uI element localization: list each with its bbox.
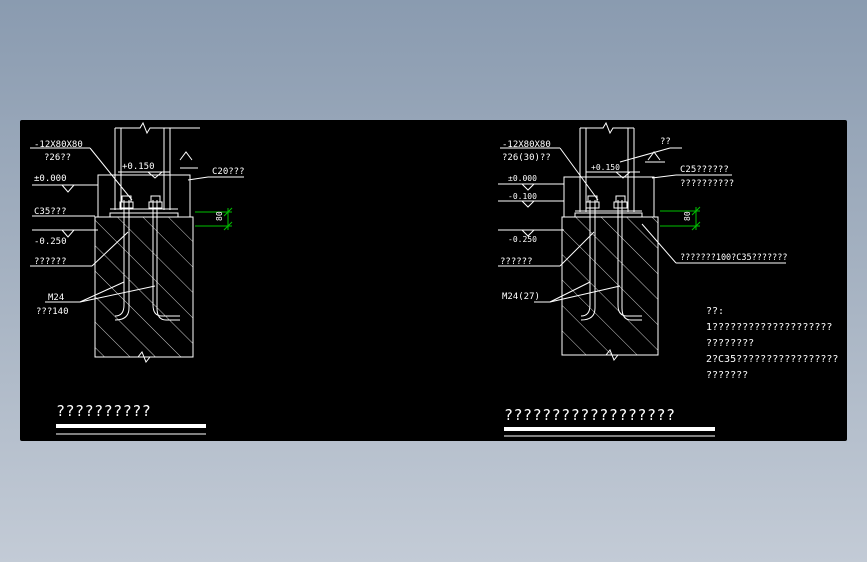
notes-heading: ??: — [706, 306, 724, 317]
right-pier — [563, 176, 655, 218]
right-detail-title: ?????????????????? — [504, 406, 676, 424]
right-concrete-sub-label: ?????????? — [680, 179, 734, 189]
left-anchor-bolts — [114, 195, 180, 321]
left-elev-top: ±0.000 — [34, 174, 67, 184]
right-dimension — [660, 206, 701, 231]
left-foundation — [94, 216, 194, 363]
right-plate-label: -12X80X80 — [502, 140, 551, 150]
left-elev-pier: +0.150 — [122, 162, 155, 172]
left-concrete-label: C20??? — [212, 167, 245, 177]
left-elev-bottom: -0.250 — [34, 237, 67, 247]
right-top-label: ?? — [660, 137, 671, 147]
left-detail-title: ?????????? — [56, 402, 151, 420]
left-bolt-label: M24 — [48, 293, 64, 303]
right-foundation — [561, 216, 659, 361]
cad-drawing: -12X80X80 ?26?? ±0.000 +0.150 C20??? C35… — [30, 121, 838, 437]
notes-line-2: ???????? — [706, 338, 754, 349]
left-pier — [97, 174, 191, 218]
right-title-thick-underline — [504, 427, 715, 431]
left-annotation-lines — [30, 147, 244, 303]
notes-line-1: 1???????????????????? — [706, 322, 832, 333]
right-elev-pier: +0.150 — [591, 163, 620, 172]
right-annotation-lines — [498, 147, 786, 303]
right-grout-note: ???????100?C35??????? — [680, 253, 787, 263]
left-steel-column — [114, 121, 200, 210]
right-elev-bottom: -0.250 — [508, 235, 537, 244]
right-body-note: ?????? — [500, 257, 533, 267]
cad-drawing-canvas[interactable]: -12X80X80 ?26?? ±0.000 +0.150 C20??? C35… — [20, 120, 847, 441]
left-plate-label: -12X80X80 — [34, 140, 83, 150]
right-steel-column — [579, 121, 635, 212]
left-detail: -12X80X80 ?26?? ±0.000 +0.150 C20??? C35… — [30, 121, 245, 435]
notes-line-4: ??????? — [706, 370, 748, 381]
general-notes: ??: 1???????????????????? ???????? 2?C35… — [706, 306, 838, 381]
left-bolt-sub-label: ???140 — [36, 307, 69, 317]
right-elev-mid: -0.100 — [508, 192, 537, 201]
left-dimension-text: 80 — [215, 211, 224, 221]
left-plate-sub-label: ?26?? — [44, 153, 71, 163]
left-body-note: ?????? — [34, 257, 67, 267]
right-detail: -12X80X80 ?26(30)?? ?? ±0.000 -0.100 +0.… — [498, 121, 787, 437]
right-concrete-label: C25?????? — [680, 165, 729, 175]
left-grout-label: C35??? — [34, 207, 67, 217]
notes-line-3: 2?C35????????????????? — [706, 354, 838, 365]
right-elev-top: ±0.000 — [508, 174, 537, 183]
right-bolt-label: M24(27) — [502, 292, 540, 302]
left-title-thick-underline — [56, 424, 206, 428]
right-dimension-text: 80 — [683, 211, 692, 221]
left-dimension — [195, 207, 233, 231]
right-plate-sub-label: ?26(30)?? — [502, 153, 551, 163]
